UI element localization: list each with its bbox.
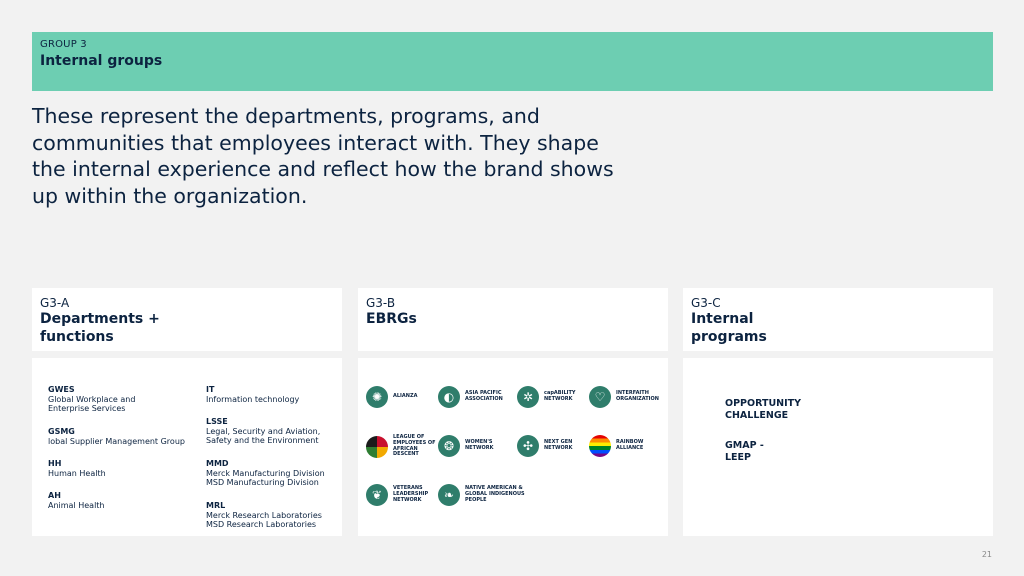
group-name: EBRGs (366, 311, 417, 327)
department-abbr: GWES (48, 385, 75, 394)
feather-icon: ❧ (438, 484, 460, 506)
department-abbr: IT (206, 385, 215, 394)
department-abbr: MMD (206, 459, 229, 468)
department-item: LSSE Legal, Security and Aviation, Safet… (206, 417, 321, 446)
lead-paragraph: These represent the departments, program… (32, 104, 614, 208)
ebrg-item-alianza: ✺ ALIANZA (366, 386, 457, 408)
department-item: GWES Global Workplace and Enterprise Ser… (48, 385, 143, 414)
department-item: IT Information technology (206, 385, 346, 404)
ebrg-label: ASIA PACIFIC ASSOCIATION (465, 390, 503, 402)
group-name: Internal programs (691, 311, 767, 345)
group-code: G3-A (40, 296, 70, 310)
ebrg-item-womens: ❂ WOMEN'S NETWORK (438, 435, 499, 457)
ebrg-item-rainbow: RAINBOW ALLIANCE (589, 435, 650, 457)
ebrg-item-asia-pacific: ◐ ASIA PACIFIC ASSOCIATION (438, 386, 510, 408)
ebrg-item-next-gen: ✣ NEXT GEN NETWORK (517, 435, 578, 457)
page-number: 21 (981, 550, 992, 559)
ebrg-label: NATIVE AMERICAN & GLOBAL INDIGENOUS PEOP… (465, 485, 525, 503)
banner-title: Internal groups (40, 53, 163, 69)
department-desc: Information technology (206, 394, 300, 404)
department-desc: Legal, Security and Aviation, Safety and… (206, 426, 321, 446)
department-abbr: GSMG (48, 427, 75, 436)
group-card-header-programs: G3-C Internal programs (683, 288, 993, 351)
department-desc: Global Workplace and Enterprise Services (48, 394, 136, 414)
ebrg-item-veterans: ❦ VETERANS LEADERSHIP NETWORK (366, 484, 437, 506)
department-desc: Animal Health (48, 500, 105, 510)
department-abbr: LSSE (206, 417, 228, 426)
department-desc: Merck Research Laboratories MSD Research… (206, 510, 322, 530)
ebrg-label: WOMEN'S NETWORK (465, 439, 494, 451)
department-item: MMD Merck Manufacturing Division MSD Man… (206, 459, 346, 488)
ebrg-item-capability: ✲ capABILITY NETWORK (517, 386, 589, 408)
department-desc: lobal Supplier Management Group (48, 436, 185, 446)
ebrg-label: NEXT GEN NETWORK (544, 439, 573, 451)
globe-icon: ◐ (438, 386, 460, 408)
banner-kicker: GROUP 3 (40, 39, 87, 50)
section-banner: GROUP 3 Internal groups (32, 32, 993, 91)
ebrg-label: VETERANS LEADERSHIP NETWORK (393, 485, 429, 503)
department-abbr: HH (48, 459, 62, 468)
people-circle-icon: ❂ (438, 435, 460, 457)
ebrg-label: LEAGUE OF EMPLOYEES OF AFRICAN DESCENT (393, 434, 436, 458)
department-item: GSMG lobal Supplier Management Group (48, 427, 188, 446)
department-abbr: MRL (206, 501, 226, 510)
pride-flag-icon (589, 435, 611, 457)
department-desc: Human Health (48, 468, 106, 478)
eagle-wings-icon: ❦ (366, 484, 388, 506)
group-code: G3-C (691, 296, 721, 310)
africa-map-icon (366, 435, 388, 458)
ebrg-item-league: LEAGUE OF EMPLOYEES OF AFRICAN DESCENT (366, 434, 441, 458)
ebrg-item-native-american: ❧ NATIVE AMERICAN & GLOBAL INDIGENOUS PE… (438, 484, 529, 506)
department-item: AH Animal Health (48, 491, 188, 510)
department-desc: Merck Manufacturing Division MSD Manufac… (206, 468, 325, 488)
group-card-header-departments: G3-A Departments + functions (32, 288, 342, 351)
group-code: G3-B (366, 296, 396, 310)
departments-card: GWES Global Workplace and Enterprise Ser… (32, 358, 342, 536)
ebrg-label: RAINBOW ALLIANCE (616, 439, 644, 451)
group-card-header-ebrgs: G3-B EBRGs (358, 288, 668, 351)
heart-icon: ♡ (589, 386, 611, 408)
department-item: HH Human Health (48, 459, 188, 478)
program-opportunity-challenge: OPPORTUNITY CHALLENGE (725, 398, 802, 421)
ebrgs-card: ✺ ALIANZA ◐ ASIA PACIFIC ASSOCIATION ✲ c… (358, 358, 668, 536)
group-name: Departments + functions (40, 311, 160, 345)
department-item: MRL Merck Research Laboratories MSD Rese… (206, 501, 346, 530)
ebrg-item-interfaith: ♡ INTERFAITH ORGANIZATION (589, 386, 661, 408)
programs-card: OPPORTUNITY CHALLENGE GMAP -LEEP (683, 358, 993, 536)
network-nodes-icon: ✣ (517, 435, 539, 457)
ebrg-label: ALIANZA (393, 393, 418, 400)
department-abbr: AH (48, 491, 61, 500)
gear-people-icon: ✲ (517, 386, 539, 408)
ebrg-label: capABILITY NETWORK (544, 390, 576, 402)
ebrg-label: INTERFAITH ORGANIZATION (616, 390, 659, 402)
program-gmap-leep: GMAP -LEEP (725, 440, 764, 463)
compass-star-icon: ✺ (366, 386, 388, 408)
